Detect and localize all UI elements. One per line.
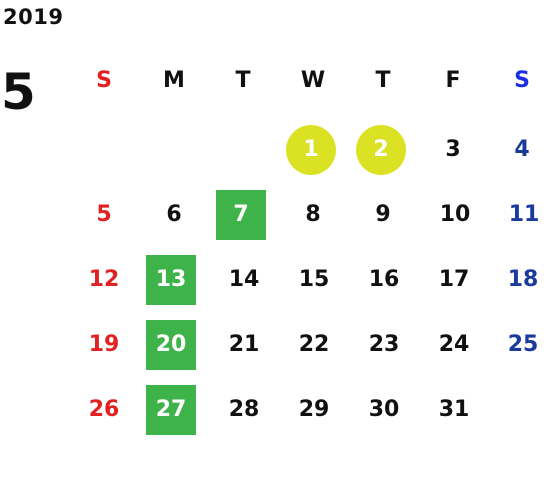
weekday-sunday: S	[96, 68, 112, 93]
day-cell-15[interactable]: 15	[298, 267, 330, 292]
day-cell-10[interactable]: 10	[439, 202, 471, 227]
day-cell-29[interactable]: 29	[298, 397, 330, 422]
day-cell-5[interactable]: 5	[96, 202, 112, 227]
day-cell-13[interactable]: 13	[146, 255, 196, 305]
day-cell-18[interactable]: 18	[507, 267, 539, 292]
day-cell-26[interactable]: 26	[88, 397, 120, 422]
day-cell-20[interactable]: 20	[146, 320, 196, 370]
weekday-tuesday: T	[235, 68, 251, 93]
day-cell-16[interactable]: 16	[368, 267, 400, 292]
day-cell-8[interactable]: 8	[305, 202, 321, 227]
weekday-saturday: S	[514, 68, 530, 93]
day-cell-7[interactable]: 7	[216, 190, 266, 240]
day-cell-22[interactable]: 22	[298, 332, 330, 357]
year-label: 2019	[3, 5, 64, 29]
day-cell-31[interactable]: 31	[438, 397, 470, 422]
day-cell-21[interactable]: 21	[228, 332, 260, 357]
day-cell-17[interactable]: 17	[438, 267, 470, 292]
day-cell-9[interactable]: 9	[375, 202, 391, 227]
day-cell-28[interactable]: 28	[228, 397, 260, 422]
day-cell-6[interactable]: 6	[166, 202, 182, 227]
day-cell-4[interactable]: 4	[514, 137, 530, 162]
weekday-thursday: T	[375, 68, 391, 93]
weekday-monday: M	[163, 68, 185, 93]
day-cell-14[interactable]: 14	[228, 267, 260, 292]
day-cell-11[interactable]: 11	[508, 202, 540, 227]
day-cell-23[interactable]: 23	[368, 332, 400, 357]
weekday-wednesday: W	[300, 68, 326, 93]
day-cell-1[interactable]: 1	[286, 125, 336, 175]
day-cell-3[interactable]: 3	[445, 137, 461, 162]
month-label: 5	[1, 63, 36, 121]
day-cell-24[interactable]: 24	[438, 332, 470, 357]
day-cell-30[interactable]: 30	[368, 397, 400, 422]
day-cell-27[interactable]: 27	[146, 385, 196, 435]
day-cell-19[interactable]: 19	[88, 332, 120, 357]
day-cell-2[interactable]: 2	[356, 125, 406, 175]
day-cell-25[interactable]: 25	[507, 332, 539, 357]
weekday-friday: F	[445, 68, 461, 93]
day-cell-12[interactable]: 12	[88, 267, 120, 292]
